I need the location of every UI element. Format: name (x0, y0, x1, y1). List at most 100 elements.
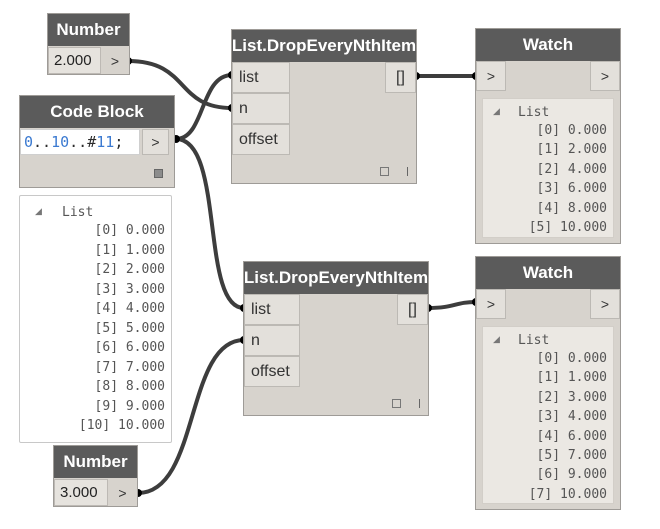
wire-codeblock-to-list1 (174, 73, 234, 141)
list-item-value: 7.000 (567, 448, 607, 463)
code-token: ; (114, 133, 124, 151)
list-item: [3] 3.000 (95, 282, 165, 297)
list-item-index: [5] (94, 320, 119, 336)
code-block-node[interactable]: Code Block 0..10..#11; > (19, 95, 175, 188)
list-item-index: [2] (94, 262, 119, 277)
list-item-index: [0] (536, 351, 561, 366)
code-block-preview: ◢ List [0] 0.000[1] 1.000[2] 2.000[3] 3.… (19, 195, 172, 443)
list-item-value: 8.000 (125, 379, 165, 394)
list-item: [6] 9.000 (537, 467, 607, 482)
preview-toggle-icon[interactable] (154, 169, 163, 178)
output-port[interactable]: > (142, 129, 169, 155)
watch-node-1[interactable]: Watch > > ◢ List [0] 0.000[1] 2.000[2] 4… (475, 28, 621, 244)
list-item-index: [6] (94, 340, 119, 355)
list-item-index: [3] (94, 281, 119, 297)
list-item-index: [0] (536, 123, 561, 138)
list-item-index: [5] (528, 220, 553, 235)
number-node-1[interactable]: Number 2.000 > (47, 13, 130, 75)
collapse-triangle-icon[interactable]: ◢ (493, 335, 500, 345)
list-item-index: [4] (94, 301, 119, 316)
list-item: [5] 5.000 (95, 321, 165, 336)
list-item: [0] 0.000 (537, 351, 607, 366)
input-port-n[interactable]: n (244, 325, 300, 356)
input-port[interactable]: > (476, 61, 506, 91)
list-item-value: 0.000 (125, 223, 165, 238)
list-item: [7] 7.000 (95, 360, 165, 375)
list-item: [1] 1.000 (95, 243, 165, 258)
input-port-n[interactable]: n (232, 93, 290, 124)
watch-node-2[interactable]: Watch > > ◢ List [0] 0.000[1] 1.000[2] 3… (475, 256, 621, 510)
list-item-index: [4] (536, 200, 561, 216)
lacing-icon (419, 399, 420, 408)
list-item-index: [1] (94, 242, 119, 258)
list-item-value: 5.000 (125, 320, 165, 336)
list-item: [1] 1.000 (537, 370, 607, 385)
preview-toggle-icon[interactable] (380, 167, 389, 176)
list-item-value: 10.000 (118, 418, 165, 433)
code-editor[interactable]: 0..10..#11; (20, 129, 140, 155)
input-port-list[interactable]: list (232, 62, 290, 93)
output-port[interactable]: > (590, 61, 620, 91)
input-port-offset[interactable]: offset (244, 356, 300, 387)
drop-every-nth-node-2[interactable]: List.DropEveryNthItem list n offset [] (243, 261, 429, 416)
number-value-input[interactable]: 2.000 (48, 47, 101, 74)
list-header: List (518, 333, 550, 348)
watch-list: ◢ List [0] 0.000[1] 2.000[2] 4.000[3] 6.… (482, 98, 614, 238)
lacing-icon (407, 167, 408, 176)
list-item-index: [2] (536, 389, 561, 405)
output-port[interactable]: [] (385, 62, 416, 93)
output-port[interactable]: [] (397, 294, 428, 325)
output-port[interactable]: > (590, 289, 620, 319)
list-item-index: [1] (536, 370, 561, 386)
list-item-value: 6.000 (567, 428, 607, 444)
output-port[interactable]: > (118, 484, 127, 501)
list-item-index: [2] (536, 161, 561, 177)
list-item-index: [10] (78, 418, 111, 433)
list-item-index: [7] (94, 359, 119, 375)
code-token: .. (33, 133, 52, 151)
node-title: Number (54, 446, 137, 478)
list-item-index: [6] (536, 467, 561, 483)
list-item-index: [3] (536, 181, 561, 197)
list-item: [0] 0.000 (95, 223, 165, 238)
list-item: [10] 10.000 (79, 418, 165, 433)
list-item-value: 6.000 (125, 340, 165, 355)
preview-toggle-icon[interactable] (392, 399, 401, 408)
list-item-value: 0.000 (567, 351, 607, 366)
output-port[interactable]: > (110, 52, 120, 69)
list-item-index: [5] (536, 448, 561, 463)
node-title: List.DropEveryNthItem (244, 262, 428, 294)
list-item-index: [8] (94, 379, 119, 394)
watch-list: ◢ List [0] 0.000[1] 1.000[2] 3.000[3] 4.… (482, 326, 614, 504)
collapse-triangle-icon[interactable]: ◢ (35, 207, 42, 217)
list-item-index: [9] (94, 398, 119, 414)
code-text: 0..10..#11; (24, 133, 123, 151)
list-item: [3] 6.000 (537, 181, 607, 196)
drop-every-nth-node-1[interactable]: List.DropEveryNthItem list n offset [] (231, 29, 417, 184)
list-header: List (62, 205, 94, 220)
list-item-value: 8.000 (567, 200, 607, 216)
list-item: [5] 10.000 (529, 220, 607, 235)
input-port[interactable]: > (476, 289, 506, 319)
list-item-value: 4.000 (567, 409, 607, 425)
collapse-triangle-icon[interactable]: ◢ (493, 107, 500, 117)
list-item: [1] 2.000 (537, 142, 607, 157)
list-item: [4] 4.000 (95, 301, 165, 316)
list-item: [9] 9.000 (95, 399, 165, 414)
list-item: [2] 3.000 (537, 390, 607, 405)
list-item-value: 4.000 (567, 161, 607, 177)
list-item: [0] 0.000 (537, 123, 607, 138)
number-value-input[interactable]: 3.000 (54, 479, 108, 506)
list-item-value: 10.000 (560, 220, 607, 235)
list-item-value: 1.000 (567, 370, 607, 386)
list-item-index: [0] (94, 223, 119, 238)
list-item: [7] 10.000 (529, 487, 607, 502)
code-token: ..# (69, 133, 97, 151)
list-item-value: 7.000 (125, 359, 165, 375)
list-item-value: 9.000 (125, 398, 165, 414)
input-port-offset[interactable]: offset (232, 124, 290, 155)
number-node-2[interactable]: Number 3.000 > (53, 445, 138, 507)
input-port-list[interactable]: list (244, 294, 300, 325)
list-item: [2] 4.000 (537, 162, 607, 177)
list-item: [5] 7.000 (537, 448, 607, 463)
